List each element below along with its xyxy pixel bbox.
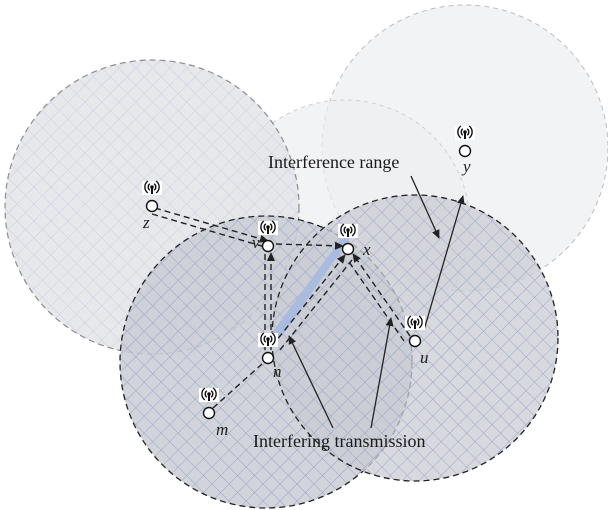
antenna-icon xyxy=(142,180,162,195)
node-z xyxy=(142,180,162,213)
node-v xyxy=(258,220,278,253)
node-y xyxy=(455,125,475,158)
node-u xyxy=(405,315,425,348)
edge-v-x xyxy=(275,241,344,250)
node-x xyxy=(338,223,358,256)
node-circle-m xyxy=(202,406,216,420)
node-label-n: n xyxy=(273,362,282,381)
node-circle-y xyxy=(458,144,472,158)
edge-u-x-2 xyxy=(346,258,405,342)
interfering-pointer-2 xyxy=(370,317,394,429)
node-circle-n xyxy=(261,351,275,365)
highlighted-flow-n-x xyxy=(268,238,350,345)
edge-u-y xyxy=(423,195,465,331)
node-label-y: y xyxy=(461,157,471,176)
node-label-v: v xyxy=(252,233,260,252)
nodes-layer xyxy=(142,125,475,420)
interference-range-label: Interference range xyxy=(268,152,399,172)
edge-u-x-1 xyxy=(352,253,411,337)
annotation-arrows xyxy=(288,175,465,429)
antenna-icon xyxy=(258,332,278,347)
antenna-icon xyxy=(199,387,219,402)
antenna-icon xyxy=(338,223,358,238)
antenna-icon xyxy=(405,315,425,330)
node-circle-v xyxy=(261,239,275,253)
node-circle-u xyxy=(408,334,422,348)
node-circle-x xyxy=(341,242,355,256)
node-n xyxy=(258,332,278,365)
routing-edges xyxy=(151,207,411,409)
node-m xyxy=(199,387,219,420)
interfering-pointer-1 xyxy=(288,335,334,429)
interference-range-pointer xyxy=(410,175,440,239)
node-circle-z xyxy=(145,199,159,213)
edge-m-n xyxy=(212,363,263,409)
node-label-u: u xyxy=(420,348,429,367)
node-label-m: m xyxy=(216,420,228,439)
interfering-transmission-label: Interfering transmission xyxy=(253,431,425,451)
node-label-z: z xyxy=(142,213,150,232)
node-label-x: x xyxy=(362,240,371,259)
antenna-icon xyxy=(455,125,475,140)
antenna-icon xyxy=(258,220,278,235)
